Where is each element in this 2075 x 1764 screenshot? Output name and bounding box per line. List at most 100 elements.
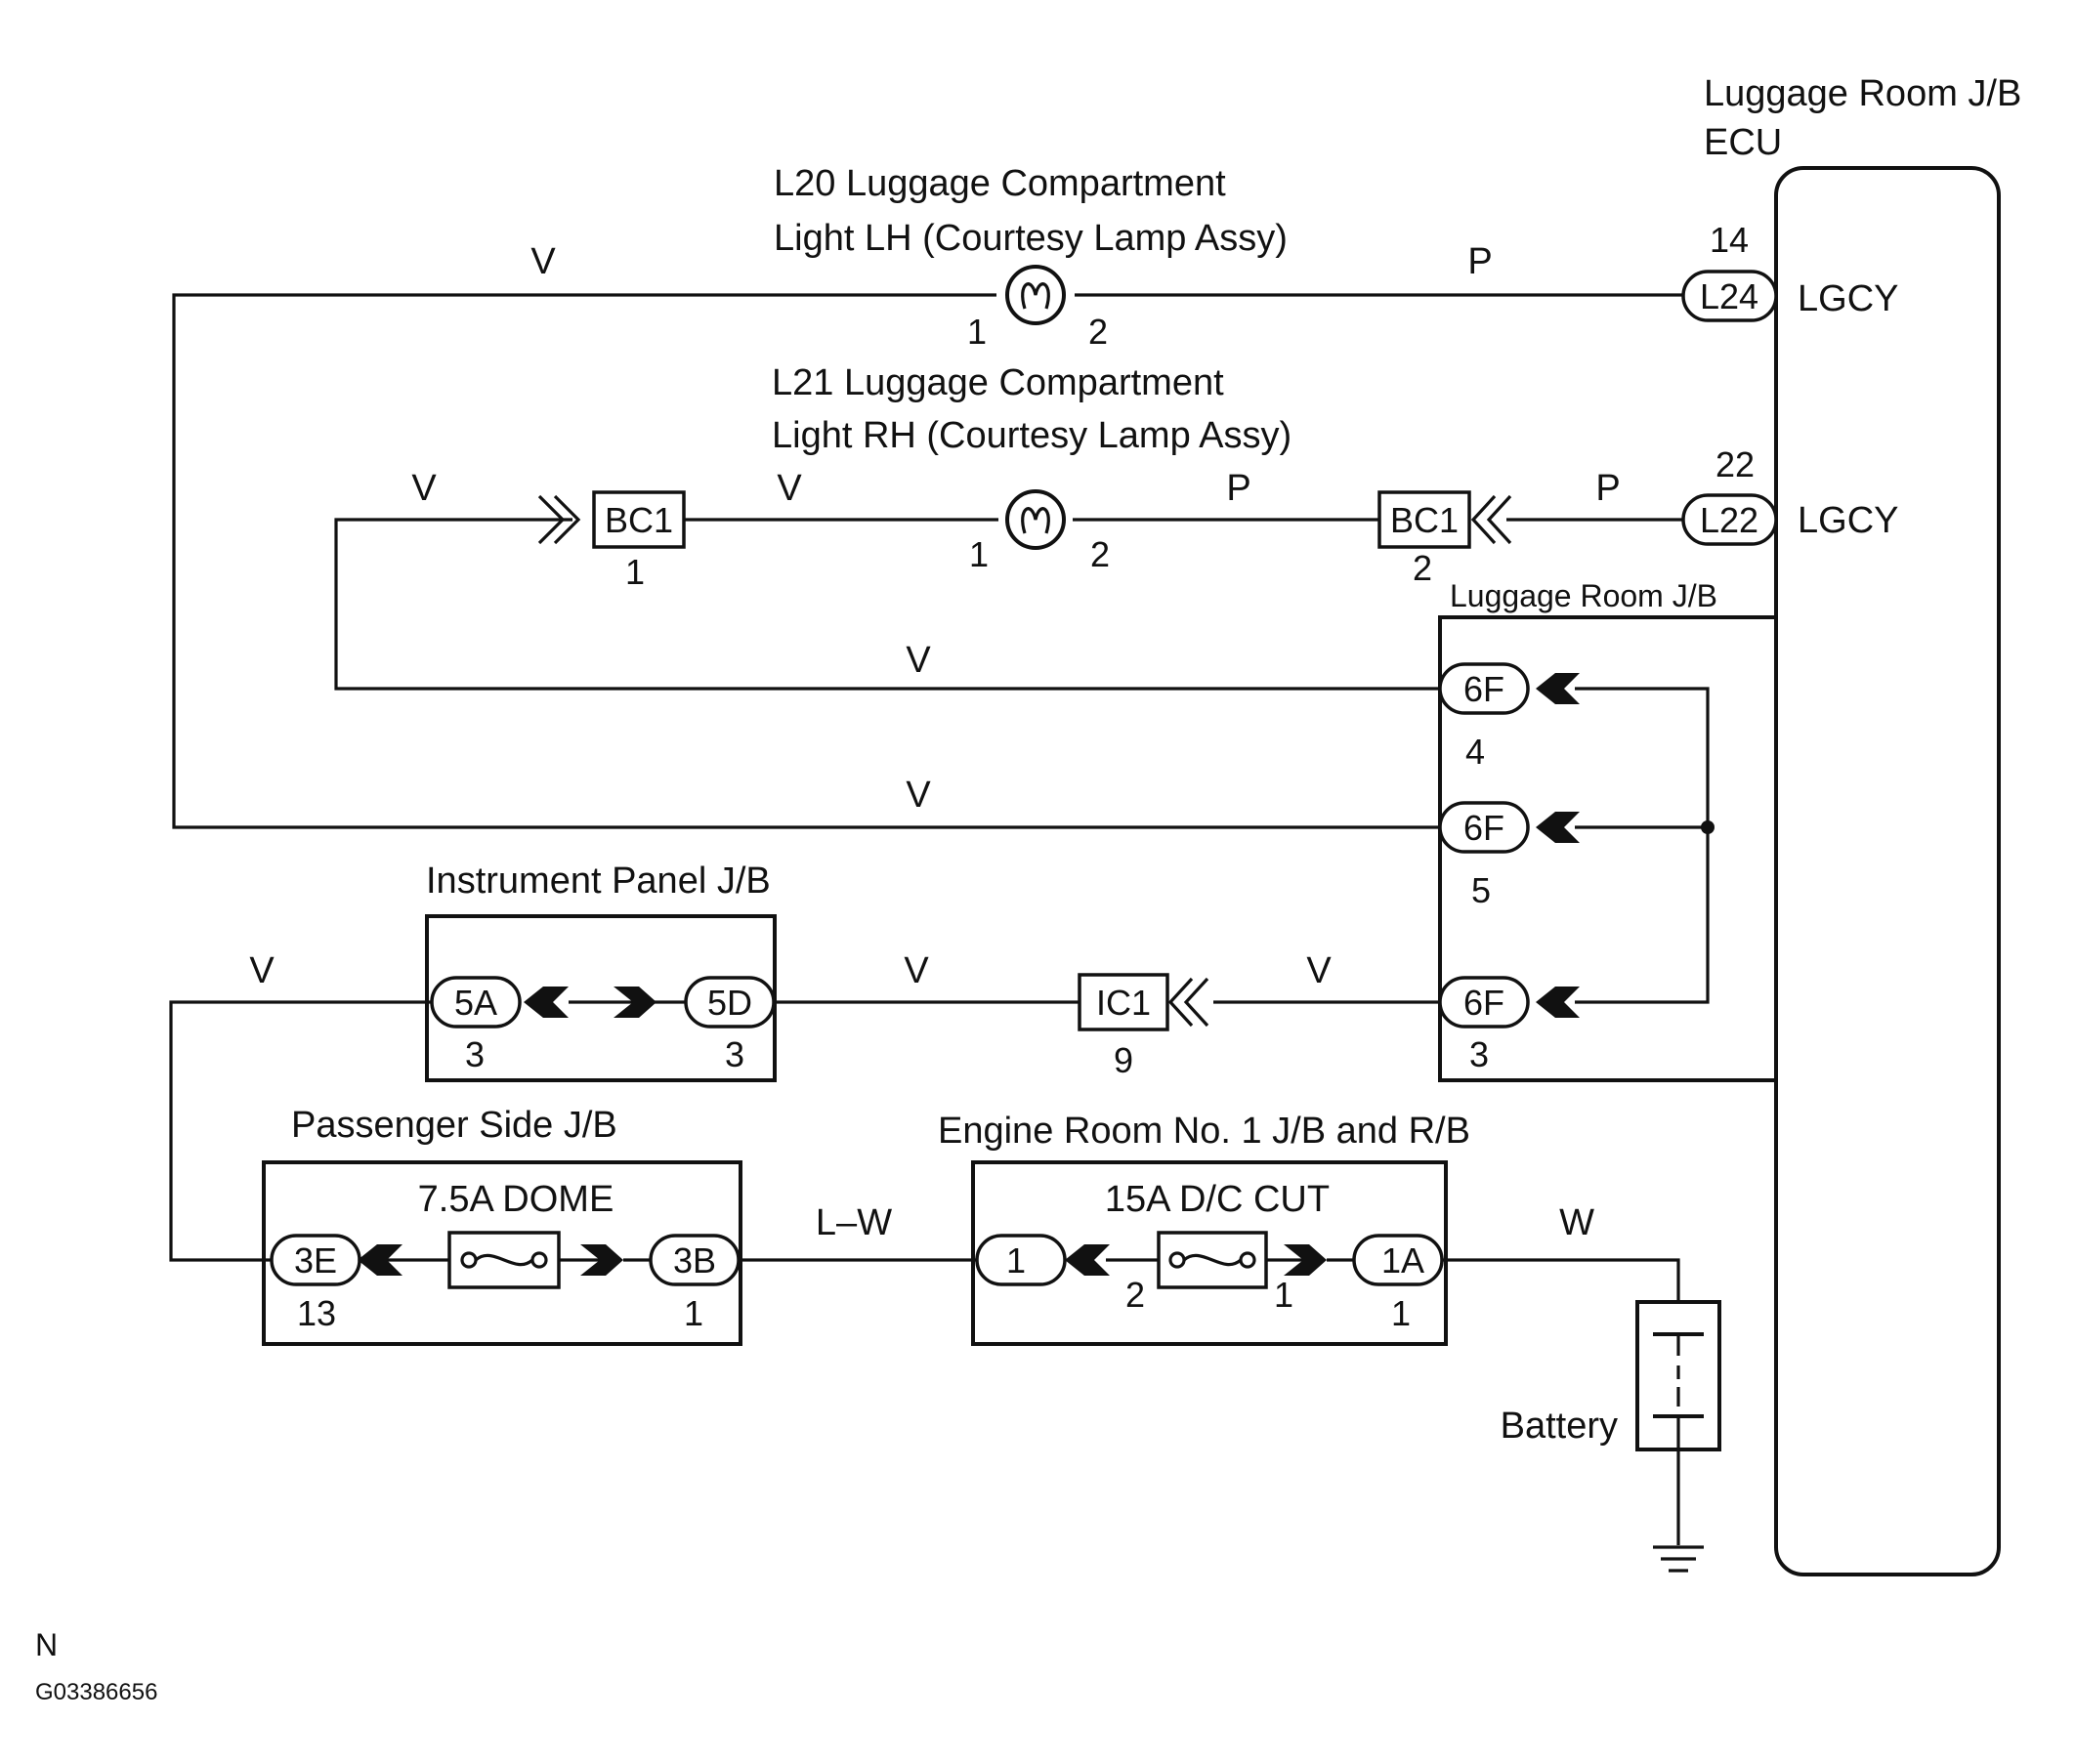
wire-color-row-5: V [906,775,931,816]
3b-pin: 1 [684,1293,703,1333]
passenger-jb-box [262,1160,742,1346]
connector-6f-c [1438,976,1530,1029]
connector-ic1-label: IC1 [1096,983,1151,1023]
fuse-dc-pin-2: 2 [1125,1275,1145,1315]
bc1-left-chevron-icon [537,494,581,545]
5d-pin: 3 [725,1034,744,1074]
bulb-filament [1021,282,1050,310]
luggage-jb-ecu: Luggage Room J/B ECU 14 L24 LGCY 22 L22 … [1681,73,2021,1576]
female-terminal-icon [1536,987,1580,1018]
5a-pin: 3 [465,1034,485,1074]
connector-3b-label: 3B [673,1240,716,1281]
bc1-right-chevron-icon [1470,494,1512,545]
connector-6f-b-label: 6F [1463,808,1504,848]
bulb-icon [1005,265,1066,325]
1a-pin: 1 [1391,1293,1411,1333]
l21-pin-2: 2 [1090,534,1110,574]
engine-room-jb: Engine Room No. 1 J/B and R/B 15A D/C CU… [938,1111,1594,1346]
fuse-icon [1168,1251,1256,1269]
bc1-left-pin: 1 [625,552,645,592]
passenger-side-jb: Passenger Side J/B 7.5A DOME 3E 13 3B 1 … [262,1105,892,1346]
luggage-jb-title: Luggage Room J/B [1450,578,1717,613]
ecu-title-line1: Luggage Room J/B [1704,73,2021,114]
splice-dot [1701,820,1715,834]
connector-l24 [1681,270,1778,322]
wire-color-l21-mid: V [777,468,802,509]
connector-3e-label: 3E [294,1240,337,1281]
6f-pin-5: 5 [1471,870,1491,910]
connector-bc1-right-label: BC1 [1390,500,1459,540]
ecu-signal-lgcy-2: LGCY [1798,500,1898,541]
wire-ip-v-left [169,1000,432,1262]
connector-bc1-left-label: BC1 [605,500,673,540]
fuse-dc-cut-label: 15A D/C CUT [1105,1179,1330,1220]
ground-icon [1653,1545,1704,1573]
fuse-dc-pin-1: 1 [1274,1275,1293,1315]
connector-l22 [1681,493,1778,546]
female-terminal-icon [524,987,569,1018]
footer-n: N [35,1627,58,1662]
connector-6f-c-label: 6F [1463,983,1504,1023]
female-terminal-icon [1536,812,1580,843]
wire-color-ip-mid: V [904,950,929,991]
ic1-chevron-icon [1167,977,1209,1028]
wire-color-l20-p: P [1467,241,1492,282]
connector-5a [430,976,522,1029]
wire-color-l20-v: V [530,241,556,282]
instrument-jb-title: Instrument Panel J/B [426,861,771,902]
wire-color-l21-p: P [1226,468,1250,509]
l20-title-line1: L20 Luggage Compartment [774,163,1226,204]
instrument-panel-jb: Instrument Panel J/B 5A 3 5D 3 V V V IC1… [249,861,1332,1082]
passenger-jb-title: Passenger Side J/B [291,1105,617,1146]
bulb-filament [1021,507,1050,534]
ecu-pin-14: 14 [1710,220,1749,260]
lamp-l20: L20 Luggage Compartment Light LH (Courte… [530,163,1492,352]
l20-title-line2: Light LH (Courtesy Lamp Assy) [774,218,1288,259]
connector-1a-label: 1A [1381,1240,1424,1281]
l20-pin-2: 2 [1088,312,1108,352]
connector-ic1 [1078,973,1169,1031]
footer-code: G03386656 [35,1679,157,1705]
ecu-signal-lgcy-1: LGCY [1798,278,1898,319]
female-terminal-icon [1536,673,1580,704]
6f-pin-4: 4 [1465,732,1485,772]
battery-label: Battery [1501,1406,1618,1447]
luggage-jb-box [1438,615,1776,1082]
wire-color-row-4: V [906,640,931,681]
wire-jb-bus [1575,687,1710,1004]
lamp-l21: L21 Luggage Compartment Light RH (Courte… [411,362,1620,592]
connector-1-label: 1 [1006,1240,1026,1281]
female-terminal-icon [1065,1244,1110,1276]
wire-color-l21-ecu: P [1595,468,1620,509]
battery: Battery [1501,1300,1721,1573]
connector-l22-label: L22 [1700,500,1758,540]
3e-pin: 13 [297,1293,336,1333]
ecu-box [1774,166,2001,1576]
fuse-dome-label: 7.5A DOME [418,1179,614,1220]
l21-title-line2: Light RH (Courtesy Lamp Assy) [772,415,1292,456]
male-terminal-icon [614,987,656,1018]
wire-color-l21-far-left: V [411,468,437,509]
engine-jb-title: Engine Room No. 1 J/B and R/B [938,1111,1470,1152]
connector-bc1-left [592,490,686,549]
ic1-pin: 9 [1114,1040,1133,1080]
wire-l21-far-left [334,518,1440,691]
connector-6f-a-label: 6F [1463,669,1504,709]
male-terminal-icon [1284,1244,1327,1276]
wire-l20-v [172,293,1440,829]
connector-6f-b [1438,801,1530,854]
connector-5d-label: 5D [707,983,752,1023]
male-terminal-icon [580,1244,623,1276]
wires [169,293,1715,1545]
connector-l24-label: L24 [1700,276,1758,316]
wire-color-ip-left: V [249,950,275,991]
connector-bc1-right [1377,490,1471,549]
connector-5a-label: 5A [454,983,497,1023]
wire-color-battery: W [1559,1202,1594,1243]
fuse-icon [460,1251,548,1269]
connector-6f-a [1438,662,1530,715]
female-terminal-icon [358,1244,402,1276]
l21-pin-1: 1 [969,534,989,574]
ecu-title-line2: ECU [1704,122,1782,163]
